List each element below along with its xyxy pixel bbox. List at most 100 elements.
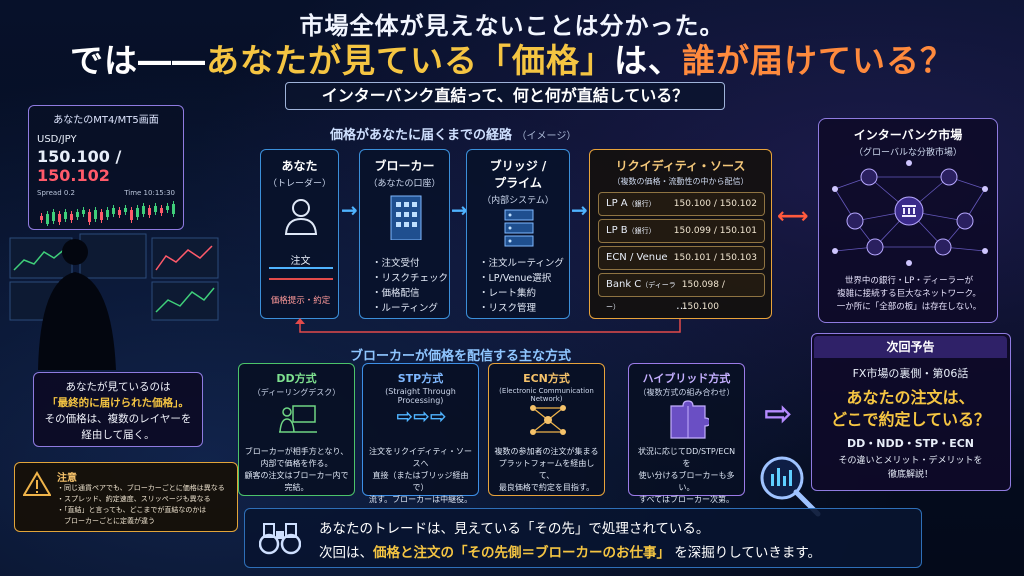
bottom-line2c: を深掘りしていきます。: [670, 545, 822, 561]
lp-name: LP A: [606, 198, 628, 209]
mt-ask: 150.102: [37, 166, 110, 185]
method-desc: 状況に応じてDD/STP/ECNを使い分けるブローカーも多い。すべてはブローカー…: [629, 446, 744, 506]
interbank-title: インターバンク市場: [853, 128, 963, 142]
mt-header: あなたのMT4/MT5画面: [53, 115, 159, 126]
method-sub: （ディーリングデスク）: [252, 388, 341, 397]
you-note-line: その価格は、複数のレイヤーを: [44, 413, 192, 425]
bridge-title: ブリッジ /: [489, 159, 547, 173]
candle-body: [172, 204, 175, 214]
title-part1: では――: [70, 41, 206, 80]
next-desc1: その違いとメリット・デメリットを: [838, 456, 983, 466]
candle-body: [166, 206, 169, 210]
desk-icon: [279, 405, 317, 433]
broker-title: ブローカー: [374, 159, 435, 173]
next-badge: 次回予告: [814, 336, 1007, 358]
next-desc2: 徹底解説！: [887, 470, 933, 480]
method-title: ハイブリッド方式: [642, 372, 731, 385]
candle-body: [100, 212, 103, 220]
network-diagram: [832, 160, 988, 266]
lp-name: Bank C: [606, 279, 642, 290]
title-line1: 市場全体が見えないことは分かった。: [299, 12, 725, 40]
mt-spread: Spread 0.2: [37, 189, 76, 197]
candle-body: [148, 208, 151, 215]
interbank-desc-line: 一か所に「全部の板」は存在しない。: [836, 302, 982, 312]
candle-body: [112, 208, 115, 214]
flow-heading: 価格があなたに届くまでの経路 （イメージ）: [330, 124, 576, 143]
candle-body: [88, 212, 91, 222]
candle-body: [136, 208, 139, 217]
method-desc-line: ブローカーが相手方となり、: [244, 447, 349, 456]
arrow-bridge-liquidity: →: [571, 198, 588, 222]
order-arrow-line: [269, 267, 333, 269]
method-desc-line: プラットフォームを経由して、: [498, 459, 595, 480]
method-desc-line: 状況に応じてDD/STP/ECNを: [637, 447, 736, 468]
method-ecn: ECN方式 (Electronic Communication Network)…: [488, 363, 605, 496]
bridge-sub: （内部システム）: [482, 196, 554, 206]
price-back-label: 価格提示・約定: [270, 296, 331, 306]
method-desc-line: 複数の参加者の注文が集まる: [494, 447, 599, 456]
mt-sep: /: [109, 147, 122, 166]
method-desc-line: 内部で価格を作る。: [260, 459, 333, 468]
candle-body: [154, 206, 157, 212]
order-label: 注文: [290, 256, 311, 267]
bottom-line1: あなたのトレードは、見えている「その先」で処理されている。: [319, 521, 710, 537]
mt-screen-panel: あなたのMT4/MT5画面 USD/JPY 150.100 / 150.102 …: [28, 105, 184, 230]
flow-heading-note: （イメージ）: [516, 131, 577, 142]
lp-quote: 150.100 / 150.102: [673, 199, 757, 209]
mt-bid: 150.100: [37, 147, 110, 166]
candle-body: [160, 208, 163, 213]
warning-icon: [23, 471, 51, 496]
mt-pair: USD/JPY: [37, 134, 77, 145]
method-title: STP方式: [397, 372, 444, 385]
price-arrow-line: [269, 278, 333, 280]
method-title: ECN方式: [523, 372, 570, 385]
candle-body: [58, 214, 61, 222]
lp-quote: 150.098 / 150.100: [681, 280, 725, 312]
broker-list: ・注文受付 ・リスクチェック ・価格配信 ・ルーティング: [372, 256, 448, 316]
you-note-line: 「最終的に届けられた価格」。: [47, 397, 189, 409]
method-sub: (Straight Through Processing): [385, 387, 456, 405]
candle-body: [46, 214, 49, 224]
method-desc-line: 使い分けるブローカーも多い。: [638, 471, 735, 492]
candle-body: [106, 210, 109, 217]
caution-item: ・スプレッド、約定速度、スリッページも異なる: [57, 495, 211, 503]
you-note-line: 経由して届く。: [81, 429, 155, 441]
you-note: あなたが見ているのは 「最終的に届けられた価格」。 その価格は、複数のレイヤーを…: [33, 372, 203, 447]
arrow-broker-bridge: →: [451, 198, 468, 222]
next-question2: どこで約定している？: [830, 410, 991, 429]
candle-body: [124, 208, 127, 212]
building-icon: [390, 195, 422, 240]
bridge-item: ・注文ルーティング: [479, 258, 564, 269]
next-tags: DD・NDD・STP・ECN: [846, 437, 974, 450]
you-note-line: あなたが見ているのは: [65, 381, 171, 393]
interbank-desc-line: 世界中の銀行・LP・ディーラーが: [844, 276, 974, 286]
liquidity-title: リクイディティ・ソース: [615, 159, 746, 173]
liquidity-box: リクイディティ・ソース （複数の価格・流動性の中から配信） LP A（銀行）15…: [589, 149, 772, 319]
interbank-box: インターバンク市場 （グローバルな分散市場） 世界中の銀行・LP・ディーラーが …: [818, 118, 998, 323]
caution-item: ・「直結」と言っても、どこまでが直結なのかは: [57, 506, 207, 514]
lp-row: LP A（銀行）150.100 / 150.102: [598, 192, 765, 216]
candle-body: [40, 216, 43, 220]
title-part4: 誰が届けている？: [682, 41, 954, 80]
method-desc: 複数の参加者の注文が集まるプラットフォームを経由して、最良価格で約定を目指す。: [489, 446, 604, 494]
bridge-item: ・LP/Venue選択: [479, 273, 552, 284]
lp-quote: 150.101 / 150.103: [673, 253, 757, 263]
trader-silhouette: [9, 233, 219, 370]
method-desc-line: 直接（またはブリッジ経由で）: [372, 471, 469, 492]
next-question1: あなたの注文は、: [846, 388, 975, 407]
bottom-line2a: 次回は、: [319, 545, 373, 561]
method-desc-line: 注文をリクイディティ・ソースへ: [369, 447, 472, 468]
broker-item: ・注文受付: [372, 258, 420, 269]
bridge-item: ・リスク管理: [479, 303, 537, 314]
candle-body: [76, 212, 79, 217]
lp-tag: （銀行）: [627, 227, 656, 235]
candle-body: [52, 212, 55, 221]
triple-arrow-icon: ⇨⇨⇨: [396, 404, 447, 428]
liquidity-sub: （複数の価格・流動性の中から配信）: [612, 177, 749, 186]
person-icon: [284, 199, 318, 235]
flow-heading-text: 価格があなたに届くまでの経路: [330, 128, 513, 143]
candle-body: [64, 212, 67, 219]
mt-time: Time 10:15:30: [124, 189, 175, 197]
method-dd: DD方式 （ディーリングデスク） ブローカーが相手方となり、内部で価格を作る。顧…: [238, 363, 355, 496]
